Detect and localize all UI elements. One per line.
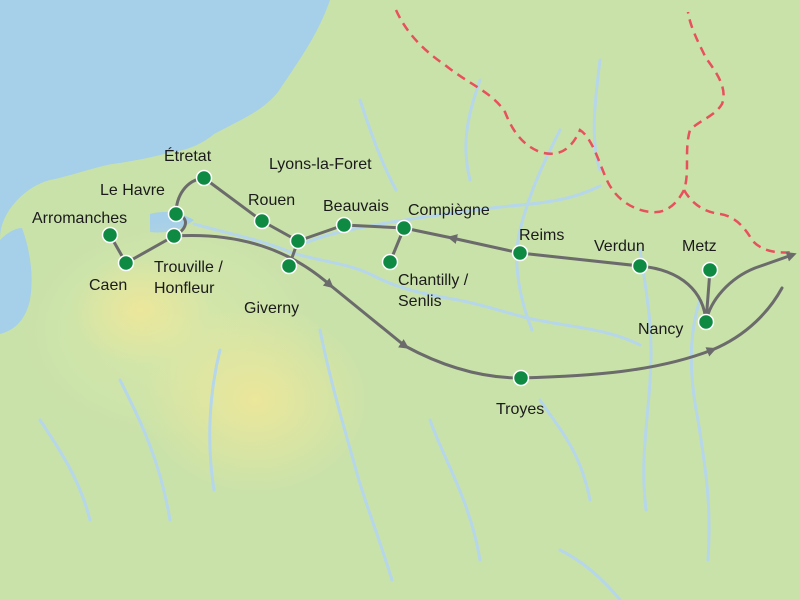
stop-marker-caen (117, 254, 135, 272)
place-label-etretat: Étretat (164, 146, 211, 167)
stop-marker-nancy (697, 313, 715, 331)
place-label-line: Verdun (594, 238, 645, 255)
stop-marker-trouville (165, 227, 183, 245)
stop-marker-etretat (195, 169, 213, 187)
route-segment-east (704, 268, 712, 324)
place-label-line: Trouville / (154, 259, 223, 276)
sea-area (0, 0, 330, 240)
plateau-shade-2 (70, 255, 210, 365)
place-label-line: Nancy (638, 321, 684, 338)
stop-marker-rouen (253, 212, 271, 230)
stop-marker-le-havre (167, 205, 185, 223)
place-label-giverny: Giverny (244, 298, 299, 319)
stop-marker-metz (701, 261, 719, 279)
stop-marker-lyons (289, 232, 307, 250)
stop-marker-chantilly (381, 253, 399, 271)
route-segment-trouville-caen (124, 234, 176, 265)
stop-marker-compiegne (395, 219, 413, 237)
place-label-line: Caen (89, 277, 128, 294)
stop-dots (101, 169, 719, 387)
place-label-line: Arromanches (32, 210, 128, 227)
stop-marker-troyes (512, 369, 530, 387)
place-label-beauvais: Beauvais (323, 196, 389, 217)
route-segment-trouville-troyes (172, 233, 523, 380)
national-border-2 (682, 189, 793, 254)
place-label-line: Étretat (164, 148, 212, 165)
place-label-line: Reims (519, 227, 565, 244)
place-label-line: Giverny (244, 300, 300, 317)
place-label-caen: Caen (89, 275, 127, 296)
place-label-verdun: Verdun (594, 236, 645, 257)
place-label-rouen: Rouen (248, 190, 295, 211)
place-label-chantilly: Chantilly / Senlis (398, 270, 468, 312)
place-label-nancy: Nancy (638, 319, 683, 340)
place-label-compiegne: Compiègne (408, 200, 490, 221)
place-label-arromanches: Arromanches (32, 208, 127, 229)
place-label-metz: Metz (682, 236, 717, 257)
place-label-line: Metz (682, 238, 717, 255)
place-label-reims: Reims (519, 225, 564, 246)
place-label-line: Beauvais (323, 198, 389, 215)
place-label-troyes: Troyes (496, 399, 544, 420)
place-label-line: Lyons-la-Foret (269, 156, 372, 173)
place-label-line: Chantilly / (398, 272, 469, 289)
stop-marker-reims (511, 244, 529, 262)
route-segment-rouen-etretat (202, 176, 264, 223)
place-label-lyons: Lyons-la-Foret (269, 154, 372, 175)
national-border (394, 9, 725, 214)
place-label-line: Le Havre (100, 182, 165, 199)
stop-marker-beauvais (335, 216, 353, 234)
place-label-le-havre: Le Havre (100, 180, 165, 201)
place-label-trouville: Trouville / Honfleur (154, 257, 223, 299)
place-label-line: Honfleur (154, 280, 215, 297)
plateau-shade (140, 305, 370, 495)
stop-marker-giverny (280, 257, 298, 275)
stop-marker-arromanches (101, 226, 119, 244)
place-label-line: Rouen (248, 192, 296, 209)
stop-marker-verdun (631, 257, 649, 275)
route-segment-reims-compiegne (402, 226, 522, 255)
route-segment-troyes-nancy (519, 286, 784, 380)
place-label-line: Troyes (496, 401, 545, 418)
place-label-line: Senlis (398, 293, 442, 310)
place-label-line: Compiègne (408, 202, 490, 219)
